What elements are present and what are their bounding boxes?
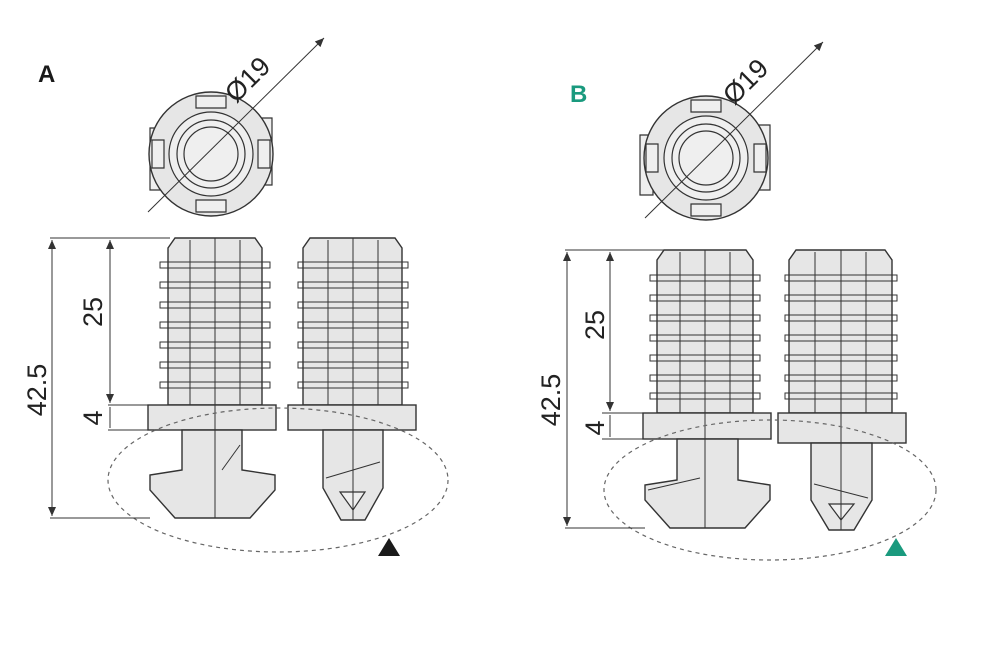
body-height-value: 25 [580, 310, 610, 340]
plug-side-view-left [147, 237, 277, 519]
detail-ellipse [603, 419, 937, 561]
plug-side-view-right [777, 249, 907, 531]
flange-value: 4 [78, 410, 108, 425]
panel-b: B Ø19 [536, 41, 937, 561]
dimensions [48, 237, 170, 519]
plug-side-view-left [642, 249, 772, 529]
panel-label: A [38, 61, 55, 88]
detail-ellipse [107, 407, 449, 553]
top-view [148, 91, 274, 217]
diameter-leader [147, 37, 325, 213]
panel-a: A Ø19 [22, 37, 449, 556]
dimensions [563, 249, 664, 529]
diameter-leader [644, 41, 824, 219]
flange-value: 4 [580, 420, 610, 435]
plug-side-view-right [287, 237, 417, 521]
marker-triangle [885, 538, 907, 556]
total-height-value: 42.5 [22, 364, 52, 417]
panel-label: B [570, 81, 587, 108]
marker-triangle [378, 538, 400, 556]
body-height-value: 25 [78, 297, 108, 327]
total-height-value: 42.5 [536, 374, 566, 427]
